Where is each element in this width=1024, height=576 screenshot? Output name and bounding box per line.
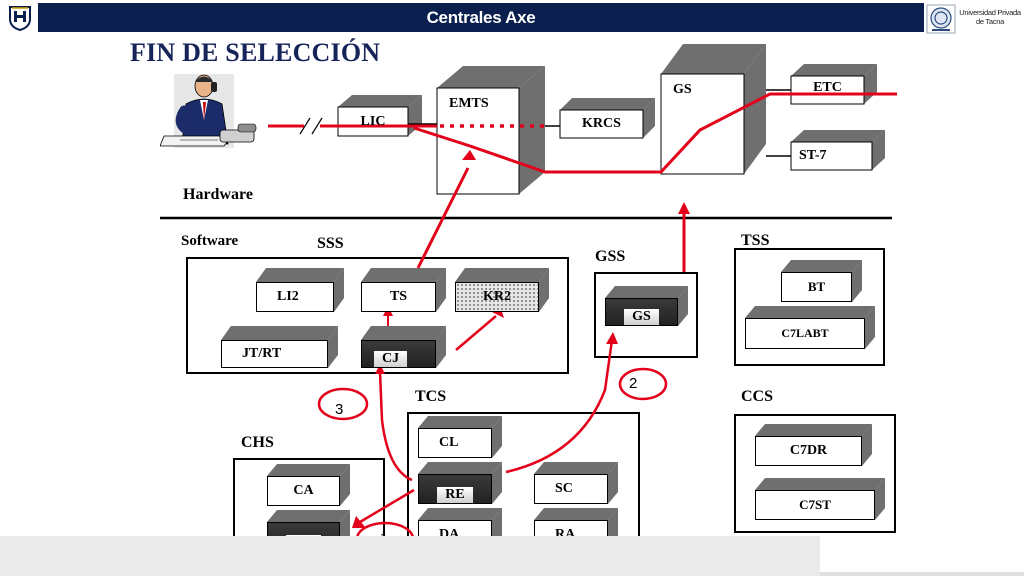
university-name: Universidad Privada de Tacna bbox=[959, 8, 1021, 26]
re-label: RE bbox=[418, 474, 492, 504]
li2-label: LI2 bbox=[256, 282, 334, 312]
ccs-label: CCS bbox=[741, 388, 774, 405]
bt-label: BT bbox=[781, 272, 852, 302]
gs-sw-label: GS bbox=[605, 298, 678, 326]
ts-label: TS bbox=[361, 282, 436, 312]
etc-label: ETC bbox=[813, 80, 842, 95]
person-on-phone-icon bbox=[160, 74, 257, 148]
step-number-2: 2 bbox=[629, 375, 638, 392]
sc-label: SC bbox=[534, 474, 608, 504]
slide-title: FIN DE SELECCIÓN bbox=[130, 38, 381, 67]
footer-strip bbox=[0, 536, 820, 576]
cl-label: CL bbox=[418, 428, 492, 458]
lic-label: LIC bbox=[360, 113, 386, 129]
footer-strip-right bbox=[820, 572, 1024, 576]
chs-label: CHS bbox=[241, 434, 274, 451]
header-title: Centrales Axe bbox=[426, 8, 536, 27]
sss-label: SSS bbox=[317, 235, 344, 252]
tss-label: TSS bbox=[741, 232, 770, 249]
jtrt-label: JT/RT bbox=[221, 340, 328, 368]
c7st-label: C7ST bbox=[755, 490, 875, 520]
tcs-label: TCS bbox=[415, 388, 447, 405]
st7-label: ST-7 bbox=[799, 148, 827, 163]
c7dr-label: C7DR bbox=[755, 436, 862, 466]
gs-hw-label: GS bbox=[673, 82, 692, 97]
kr2-label: KR2 bbox=[455, 282, 539, 312]
header-bar: Centrales Axe bbox=[38, 3, 924, 32]
gss-frame bbox=[594, 272, 698, 358]
krcs-label: KRCS bbox=[582, 116, 621, 131]
hardware-label: Hardware bbox=[183, 186, 253, 203]
gss-label: GSS bbox=[595, 248, 626, 265]
tss-frame bbox=[734, 248, 885, 366]
cj-label: CJ bbox=[361, 340, 436, 368]
c7labt-label: C7LABT bbox=[745, 318, 865, 349]
university-logo-icon bbox=[926, 4, 956, 34]
step-number-3: 3 bbox=[335, 401, 344, 418]
university-shield-icon bbox=[9, 6, 31, 32]
emts-label: EMTS bbox=[449, 96, 489, 111]
software-label: Software bbox=[181, 233, 239, 249]
ca-label: CA bbox=[267, 476, 340, 506]
ccs-frame bbox=[734, 414, 896, 533]
